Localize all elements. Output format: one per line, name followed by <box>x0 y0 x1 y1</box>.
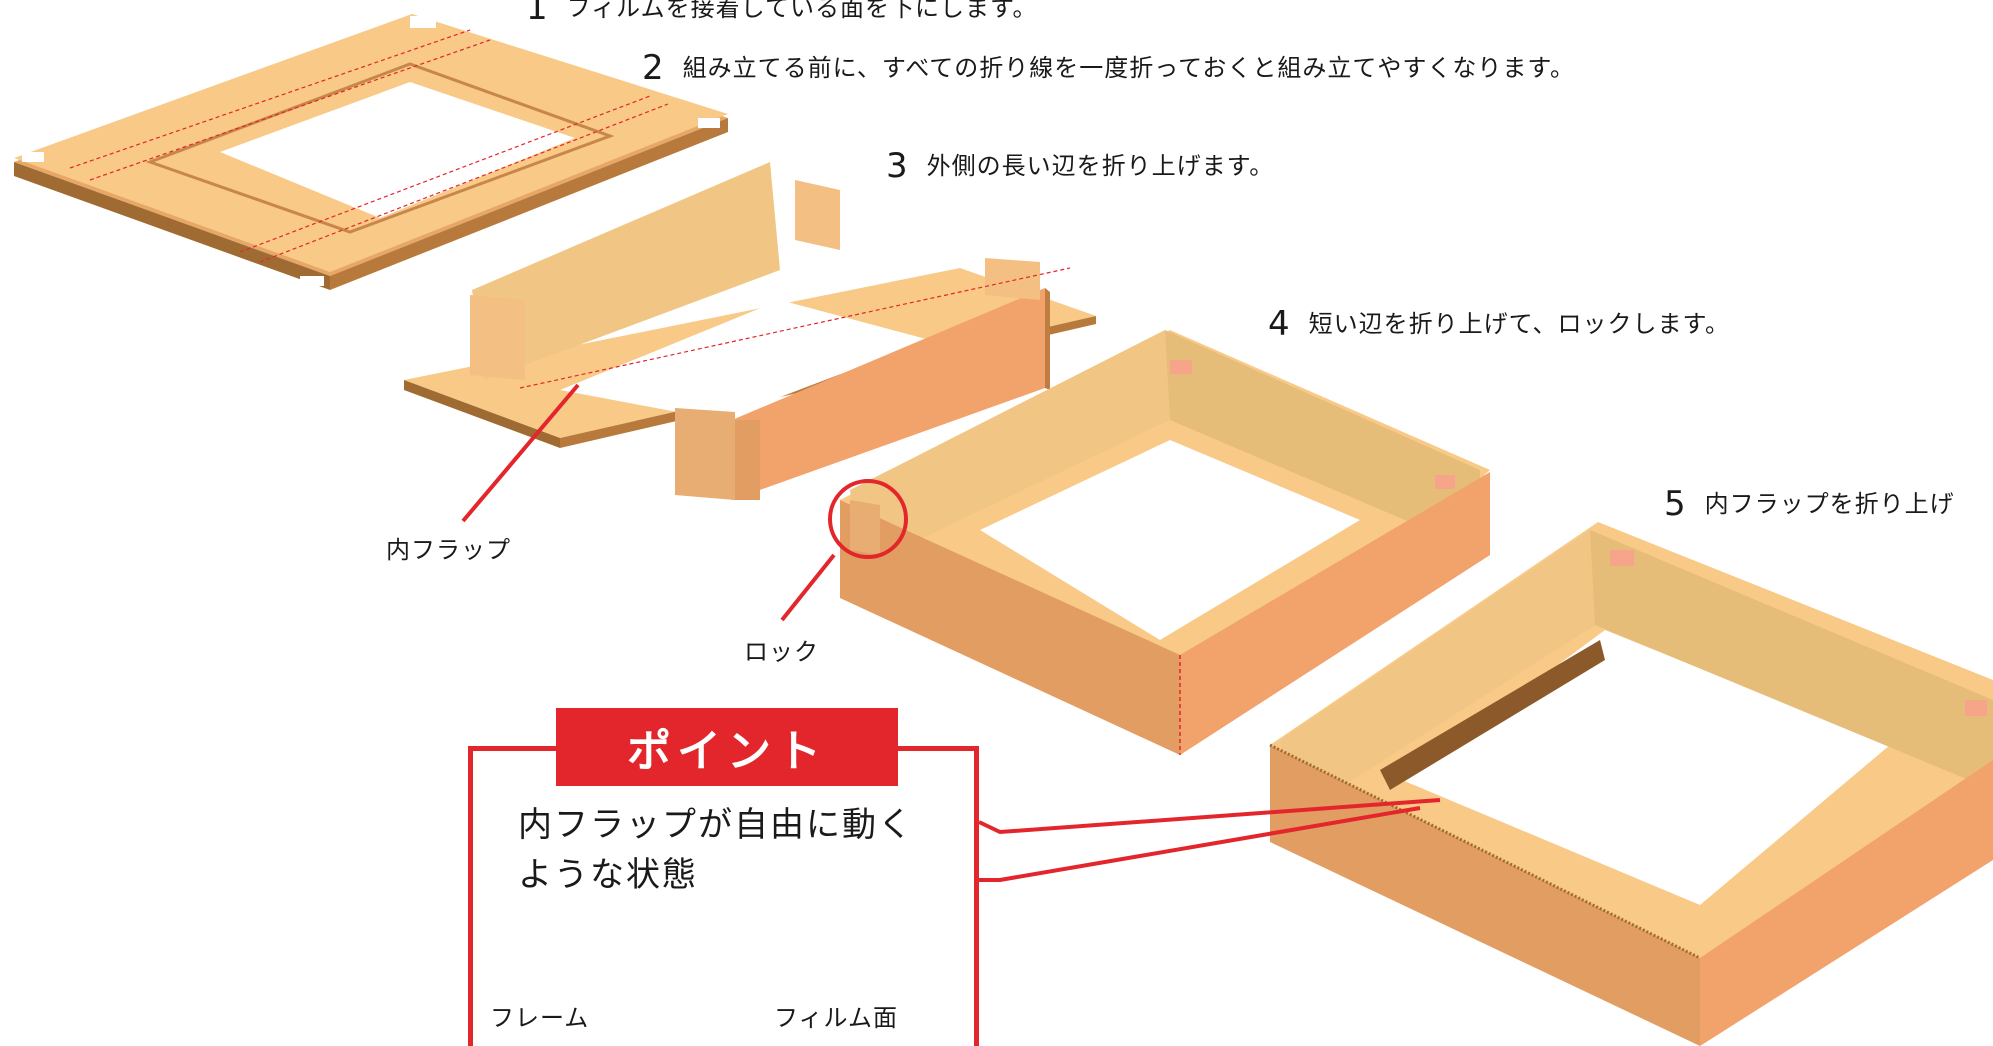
point-desc-line-1: 内フラップが自由に動く <box>518 805 914 845</box>
point-desc-line-2: ような状態 <box>518 855 698 895</box>
step-5-number: 5 <box>1664 484 1687 524</box>
step-5-text: 内フラップを折り上げ <box>1704 490 1955 518</box>
stage-3-locked-tray <box>840 330 1490 755</box>
step-1: 1 フィルムを接着している面を下にします。 <box>526 0 1038 28</box>
step-5: 5 内フラップを折り上げ <box>1664 484 1955 524</box>
step-2-text: 組み立てる前に、すべての折り線を一度折っておくと組み立てやすくなります。 <box>682 54 1575 82</box>
point-title: ポイント <box>556 708 898 786</box>
lock-highlight-circle <box>828 479 908 559</box>
step-4-number: 4 <box>1268 304 1291 344</box>
point-description: 内フラップが自由に動く ような状態 <box>518 800 914 900</box>
point-box <box>468 746 979 1046</box>
frame-label: フレーム <box>490 1004 590 1032</box>
lock-pointer <box>780 553 836 622</box>
step-3: 3 外側の長い辺を折り上げます。 <box>886 146 1274 186</box>
step-2-number: 2 <box>642 48 665 88</box>
step-4: 4 短い辺を折り上げて、ロックします。 <box>1268 304 1730 344</box>
inner-flap-pointer <box>461 383 580 523</box>
stage-1-flat-board <box>14 14 728 290</box>
lock-label: ロック <box>744 638 819 666</box>
step-1-text: フィルムを接着している面を下にします。 <box>566 0 1038 22</box>
stage-2-long-sides <box>404 162 1096 500</box>
point-connector-lower <box>979 806 1421 882</box>
step-4-text: 短い辺を折り上げて、ロックします。 <box>1308 310 1731 338</box>
inner-flap-label: 内フラップ <box>386 536 511 564</box>
step-2: 2 組み立てる前に、すべての折り線を一度折っておくと組み立てやすくなります。 <box>642 48 1575 88</box>
stage-4-finished-tray <box>1269 522 1993 1046</box>
point-connector-upper <box>978 798 1441 835</box>
step-3-number: 3 <box>886 146 909 186</box>
film-surface-label: フィルム面 <box>774 1004 899 1032</box>
step-1-number: 1 <box>526 0 549 28</box>
step-3-text: 外側の長い辺を折り上げます。 <box>926 152 1275 180</box>
